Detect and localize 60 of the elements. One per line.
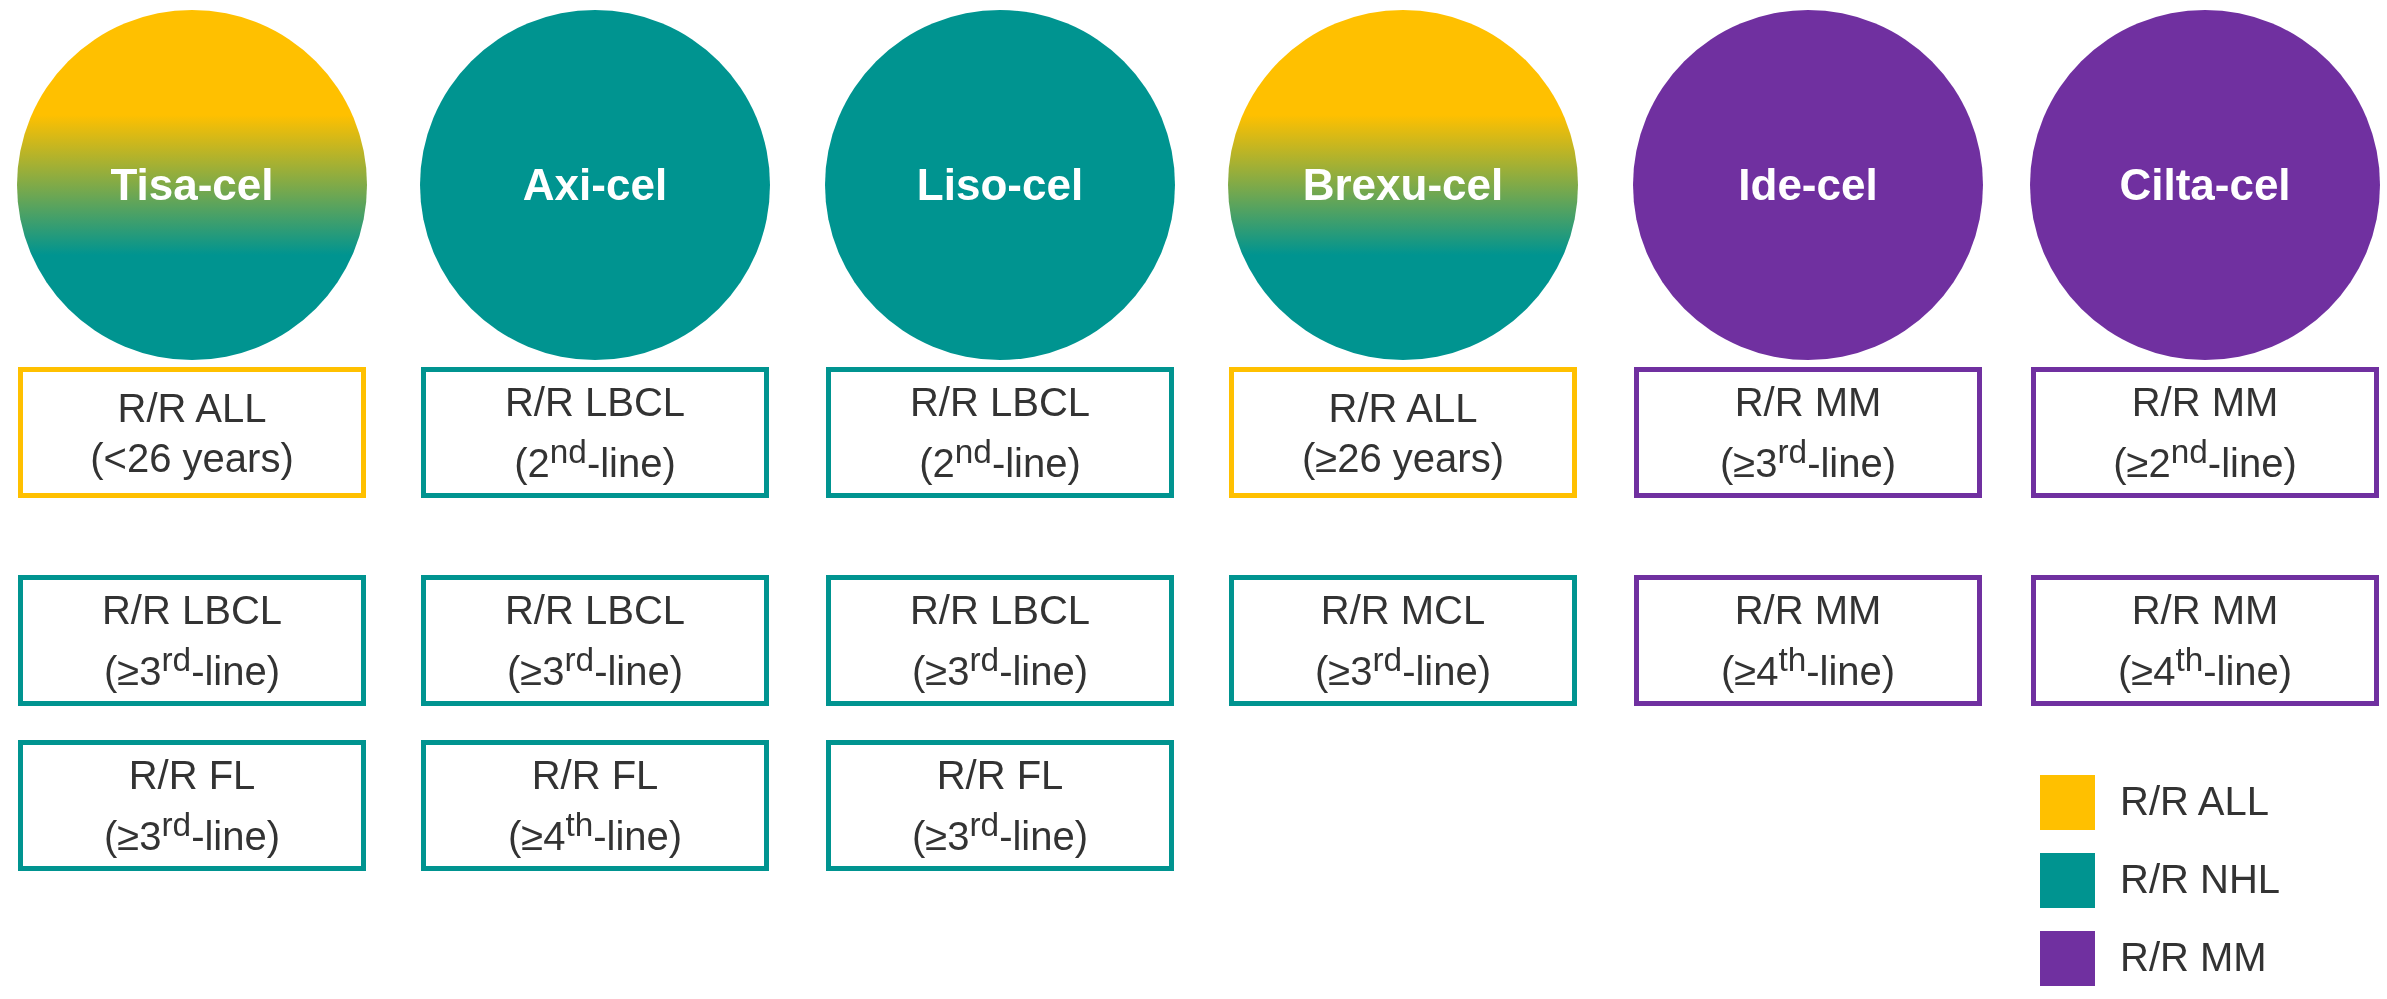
indication-box: [18, 367, 366, 498]
therapy-circle: [1228, 10, 1578, 360]
line-of-therapy-text: (2$^{nd}$-line): [514, 431, 676, 488]
indication-text: R/R LBCL: [101, 586, 283, 634]
indication-box: [826, 575, 1174, 706]
line-of-therapy-text: (≥3$^{rd}$-line): [911, 804, 1089, 861]
indication-text: R/R MM: [1734, 586, 1882, 634]
line-of-therapy-text: (≥4$^{th}$-line): [507, 804, 683, 861]
legend-label: R/R MM: [2120, 935, 2267, 980]
therapy-name: Ide-cel: [1738, 160, 1878, 210]
indication-text: R/R ALL: [1328, 384, 1478, 432]
line-of-therapy-text: (≥3$^{rd}$-line): [911, 639, 1089, 696]
indication-text: R/R LBCL: [504, 378, 686, 426]
line-of-therapy-text: (≥3$^{rd}$-line): [103, 639, 281, 696]
indication-text: R/R LBCL: [504, 586, 686, 634]
indication-text: R/R MM: [2131, 586, 2279, 634]
line-of-therapy-text: (≥3$^{rd}$-line): [103, 804, 281, 861]
therapy-name: Axi-cel: [522, 160, 668, 210]
indication-box: [421, 575, 769, 706]
therapy-circle: [420, 10, 770, 360]
indication-box: [826, 367, 1174, 498]
indication-box: [826, 740, 1174, 871]
line-of-therapy-text: (≥2$^{nd}$-line): [2113, 431, 2297, 488]
therapy-name: Brexu-cel: [1302, 160, 1504, 210]
therapy-name: Cilta-cel: [2119, 160, 2291, 210]
indication-box: [1229, 367, 1577, 498]
therapy-circle: [17, 10, 367, 360]
therapy-name: Liso-cel: [916, 160, 1084, 210]
indication-box: [1634, 575, 1982, 706]
indication-box: [1634, 367, 1982, 498]
therapy-circle: [2030, 10, 2380, 360]
line-of-therapy-text: (≥4$^{th}$-line): [2117, 639, 2293, 696]
indication-text: R/R MM: [2131, 378, 2279, 426]
indication-text: R/R MM: [1734, 378, 1882, 426]
indication-box: [421, 740, 769, 871]
indication-text: R/R LBCL: [909, 378, 1091, 426]
indication-text: R/R FL: [128, 751, 256, 799]
line-of-therapy-text: (≥3$^{rd}$-line): [1719, 431, 1897, 488]
line-of-therapy-text: (2$^{nd}$-line): [919, 431, 1081, 488]
indication-box: [18, 740, 366, 871]
line-of-therapy-text: (≥3$^{rd}$-line): [1314, 639, 1492, 696]
indication-box: [2031, 575, 2379, 706]
line-of-therapy-text: (≥4$^{th}$-line): [1720, 639, 1896, 696]
indication-box: [18, 575, 366, 706]
therapy-circle: [1633, 10, 1983, 360]
line-of-therapy-text: (≥26 years): [1302, 434, 1504, 482]
legend-label: R/R ALL: [2120, 779, 2269, 824]
indication-text: R/R LBCL: [909, 586, 1091, 634]
indication-box: [2031, 367, 2379, 498]
indication-text: R/R FL: [531, 751, 659, 799]
legend-label: R/R NHL: [2120, 857, 2281, 902]
indication-box: [421, 367, 769, 498]
indication-text: R/R MCL: [1320, 586, 1486, 634]
line-of-therapy-text: (≥3$^{rd}$-line): [506, 639, 684, 696]
line-of-therapy-text: (<26 years): [90, 434, 294, 482]
therapy-name: Tisa-cel: [110, 160, 274, 210]
therapy-circle: [825, 10, 1175, 360]
indication-text: R/R ALL: [117, 384, 267, 432]
indication-box: [1229, 575, 1577, 706]
indication-text: R/R FL: [936, 751, 1064, 799]
